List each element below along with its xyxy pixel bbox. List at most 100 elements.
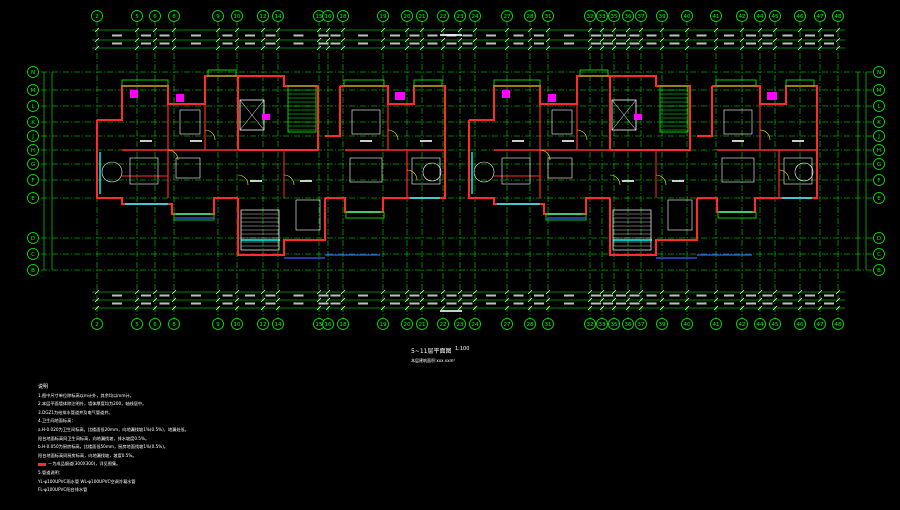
dimension-label-mark	[782, 302, 793, 305]
note-line: 1.图中尺寸单位除标高以m计外，其余均以mm计。	[38, 392, 134, 398]
dimension-tick	[772, 37, 778, 43]
plan-line	[611, 99, 637, 131]
dimension-tick	[527, 305, 533, 311]
grid-lines	[30, 20, 878, 320]
grid-bubble-bottom	[416, 318, 428, 330]
grid-bubble-right-label: G	[877, 162, 881, 168]
fixture	[767, 92, 777, 100]
notes-heading: 说明	[38, 384, 49, 390]
wall	[712, 85, 818, 199]
dimension-label-mark	[782, 34, 793, 37]
dimension-tick	[260, 27, 266, 33]
dimension-tick	[599, 297, 605, 303]
grid-bubble-top	[608, 10, 620, 22]
grid-bubble-left-label: N	[31, 70, 35, 76]
dimension-tick	[797, 305, 803, 311]
grid-bubble-top	[437, 10, 449, 22]
plan-scale: 1:100	[455, 346, 470, 352]
grid-bubble-bottom-label: 41	[713, 322, 720, 328]
dimension-tick	[215, 37, 221, 43]
dimension-tick	[659, 37, 665, 43]
dimension-label-mark	[629, 42, 640, 45]
dimension-tick	[215, 305, 221, 311]
dimension-tick	[440, 45, 446, 51]
dimension-label-mark	[603, 302, 613, 305]
dimension-tick	[772, 305, 778, 311]
dimension-label-mark	[724, 34, 734, 37]
grid-bubble-bottom-label: 45	[772, 322, 779, 328]
note-line-text: —为成品烟道(300X300)，详见图集。	[48, 461, 121, 467]
dimension-tick	[325, 289, 331, 295]
dimension-tick	[713, 45, 719, 51]
dimension-tick	[94, 27, 100, 33]
dimension-label-mark	[159, 34, 170, 37]
room-label-mark	[512, 140, 524, 142]
grid-bubble-top-label: 47	[817, 14, 824, 20]
grid-bubble-top-label: 41	[713, 14, 720, 20]
balcony	[717, 211, 757, 219]
dimension-label-mark	[330, 302, 341, 305]
dimension-tick	[380, 289, 386, 295]
dimension-tick	[504, 297, 510, 303]
dimension-tick	[527, 289, 533, 295]
dimension-tick	[472, 27, 478, 33]
dimension-tick	[472, 37, 478, 43]
note-line: YL-φ100UPVC雨水管 WL-φ100UPVC空调冷凝水管	[38, 478, 136, 484]
furniture	[501, 157, 531, 185]
dimension-tick	[625, 297, 631, 303]
dimension-tick	[739, 297, 745, 303]
dimension-tick	[134, 45, 140, 51]
dimension-label-mark	[141, 302, 151, 305]
grid-bubble-bottom-label: 21	[419, 322, 426, 328]
dimension-label-mark	[462, 302, 473, 305]
dimension-tick	[757, 289, 763, 295]
dimension-tick	[152, 45, 158, 51]
dimension-tick	[472, 45, 478, 51]
dimension-tick	[545, 297, 551, 303]
dimension-tick	[638, 27, 644, 33]
dimension-tick	[94, 305, 100, 311]
dimension-label-mark	[409, 302, 420, 305]
dimension-tick	[440, 289, 446, 295]
furniture	[175, 157, 201, 179]
dimension-tick	[457, 45, 463, 51]
grid-bubble-right-label: K	[877, 120, 881, 126]
dimension-tick	[599, 37, 605, 43]
dimension-tick	[134, 297, 140, 303]
grid-bubble-top	[524, 10, 536, 22]
grid-bubble-left-label: D	[31, 236, 35, 242]
grid-bubble-bottom-label: 40	[684, 322, 691, 328]
grid-bubble-top	[322, 10, 334, 22]
grid-bubble-top	[91, 10, 103, 22]
dimension-tick	[611, 27, 617, 33]
grid-bubble-top-label: 12	[260, 14, 267, 20]
dimension-label-mark	[629, 294, 640, 297]
dimension-tick	[404, 297, 410, 303]
balcony	[207, 69, 237, 77]
room-label-mark	[732, 140, 744, 142]
dimension-label-mark	[159, 294, 170, 297]
dimension-label-mark	[427, 302, 438, 305]
grid-bubble-bottom	[401, 318, 413, 330]
dimension-tick	[817, 45, 823, 51]
dimension-label-mark	[265, 302, 276, 305]
dimension-label-mark	[805, 302, 815, 305]
grid-bubble-right	[873, 66, 885, 78]
dimension-tick	[275, 305, 281, 311]
grid-bubble-left	[27, 248, 39, 260]
grid-bubble-top-label: 21	[419, 14, 426, 20]
room-label-mark	[250, 180, 262, 182]
dimension-label-mark	[462, 34, 473, 37]
dimension-tick	[835, 305, 841, 311]
wall	[609, 198, 698, 256]
furniture	[351, 109, 381, 135]
grid-bubble-bottom-label: 24	[472, 322, 479, 328]
dimension-label-mark	[696, 42, 707, 45]
grid-bubble-bottom	[131, 318, 143, 330]
dimension-tick	[134, 37, 140, 43]
dimension-label-mark	[762, 42, 773, 45]
dimension-label-mark	[629, 302, 640, 305]
grid-bubble-bottom-label: 48	[835, 322, 842, 328]
design-notes: 说明 1.图中尺寸单位除标高以m计外，其余均以mm计。 2.本层平面墙体除注明外…	[38, 383, 338, 495]
dimension-tick	[340, 289, 346, 295]
